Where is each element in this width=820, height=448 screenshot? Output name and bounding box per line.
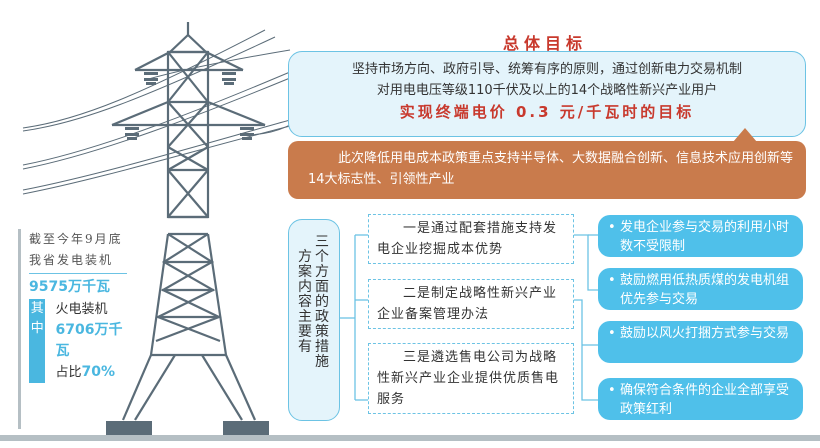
plan-title-col-2: 三个方面的政策措施: [315, 234, 329, 370]
detail-text-4: 确保符合条件的企业全部享受政策红利: [620, 383, 790, 417]
stats-divider: [29, 273, 127, 274]
measure-3: 三是遴选售电公司为战略性新兴产业企业提供优质售电服务: [368, 343, 574, 414]
goal-title: 总体目标: [502, 34, 587, 53]
detail-pill-2: • 鼓励燃用低热质煤的发电机组优先参与交易: [598, 268, 803, 310]
plan-title-col-1: 方案内容主要有: [298, 249, 312, 355]
total-capacity: 9575万千瓦: [29, 279, 110, 295]
plan-title-box: 方案内容主要有 三个方面的政策措施: [288, 219, 340, 421]
thermal-value: 6706万千瓦: [55, 322, 123, 359]
capacity-stats: 截至今年9月底 我省发电装机 9575万千瓦 其 中 火电装机 6706万千瓦 …: [18, 229, 134, 429]
measure-2: 二是制定战略性新兴产业企业备案管理办法: [368, 279, 574, 329]
bullet-icon: •: [608, 273, 616, 288]
detail-pill-1: • 发电企业参与交易的利用小时数不受限制: [598, 215, 803, 257]
detail-text-3: 鼓励以风火打捆方式参与交易: [620, 326, 790, 341]
stats-intro-1: 截至今年9月底: [29, 232, 123, 246]
bullet-icon: •: [608, 220, 616, 235]
goal-line-1: 坚持市场方向、政府引导、统筹有序的原则，通过创新电力交易机制: [351, 62, 742, 77]
share-label: 占比: [55, 365, 82, 380]
detail-text-1: 发电企业参与交易的利用小时数不受限制: [620, 220, 790, 254]
qizhong-badge: 其 中: [29, 299, 46, 383]
qizhong-char-1: 其: [30, 301, 44, 316]
goal-highlight: 实现终端电价 0.3 元/千瓦时的目标: [399, 103, 695, 121]
measure-1: 一是通过配套措施支持发电企业挖掘成本优势: [368, 214, 574, 264]
ground-bar: [0, 435, 820, 441]
detail-pill-3: • 鼓励以风火打捆方式参与交易: [598, 321, 803, 363]
share-value: 70%: [81, 364, 116, 380]
goal-box: 坚持市场方向、政府引导、统筹有序的原则，通过创新电力交易机制 对用电电压等级11…: [288, 51, 806, 137]
detail-pill-4: • 确保符合条件的企业全部享受政策红利: [598, 378, 803, 420]
support-arrow-icon: [733, 128, 757, 142]
stats-intro-2: 我省发电装机: [29, 253, 114, 267]
bullet-icon: •: [608, 383, 616, 398]
detail-text-2: 鼓励燃用低热质煤的发电机组优先参与交易: [620, 273, 790, 307]
qizhong-char-2: 中: [30, 321, 44, 336]
thermal-label: 火电装机: [55, 302, 108, 317]
bullet-icon: •: [608, 326, 616, 341]
goal-line-2: 对用电电压等级110千伏及以上的14个战略性新兴产业用户: [376, 83, 718, 98]
support-box: 此次降低用电成本政策重点支持半导体、大数据融合创新、信息技术应用创新等14大标志…: [288, 141, 806, 199]
